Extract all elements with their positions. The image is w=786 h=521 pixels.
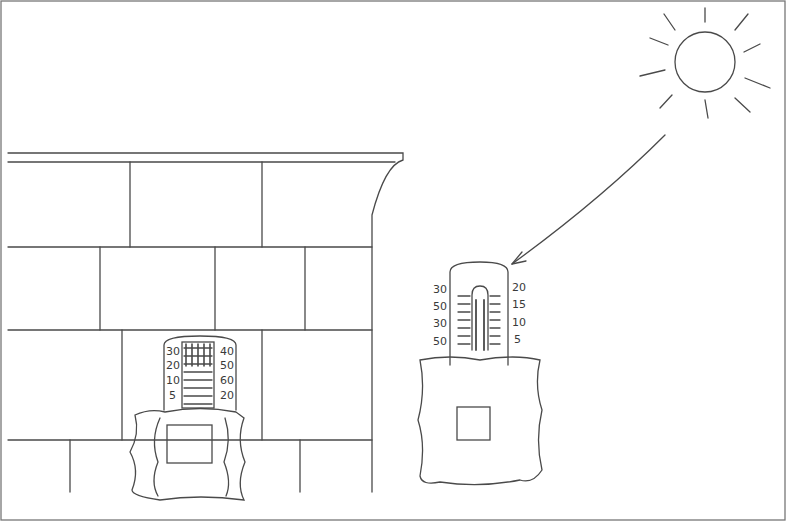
scale-number: 30 xyxy=(433,318,447,330)
arrow-head xyxy=(512,252,526,264)
sun-thermometer xyxy=(418,262,542,485)
scale-number: 50 xyxy=(433,336,447,348)
sun xyxy=(640,8,770,118)
shade-thermometer xyxy=(130,336,245,500)
sun-ray-arrow xyxy=(512,135,665,264)
scale-number: 15 xyxy=(512,299,526,311)
brick-wall xyxy=(8,153,403,492)
scale-number: 5 xyxy=(169,390,176,402)
scale-number: 60 xyxy=(220,375,234,387)
scale-number: 20 xyxy=(220,390,234,402)
scale-number: 50 xyxy=(220,360,234,372)
scale-number: 50 xyxy=(433,301,447,313)
scale-number: 40 xyxy=(220,346,234,358)
scale-number: 5 xyxy=(514,334,521,346)
scale-number: 30 xyxy=(433,284,447,296)
scale-number: 20 xyxy=(166,360,180,372)
scale-number: 10 xyxy=(512,317,526,329)
scale-number: 10 xyxy=(166,375,180,387)
scale-number: 20 xyxy=(512,282,526,294)
scale-number: 30 xyxy=(166,346,180,358)
